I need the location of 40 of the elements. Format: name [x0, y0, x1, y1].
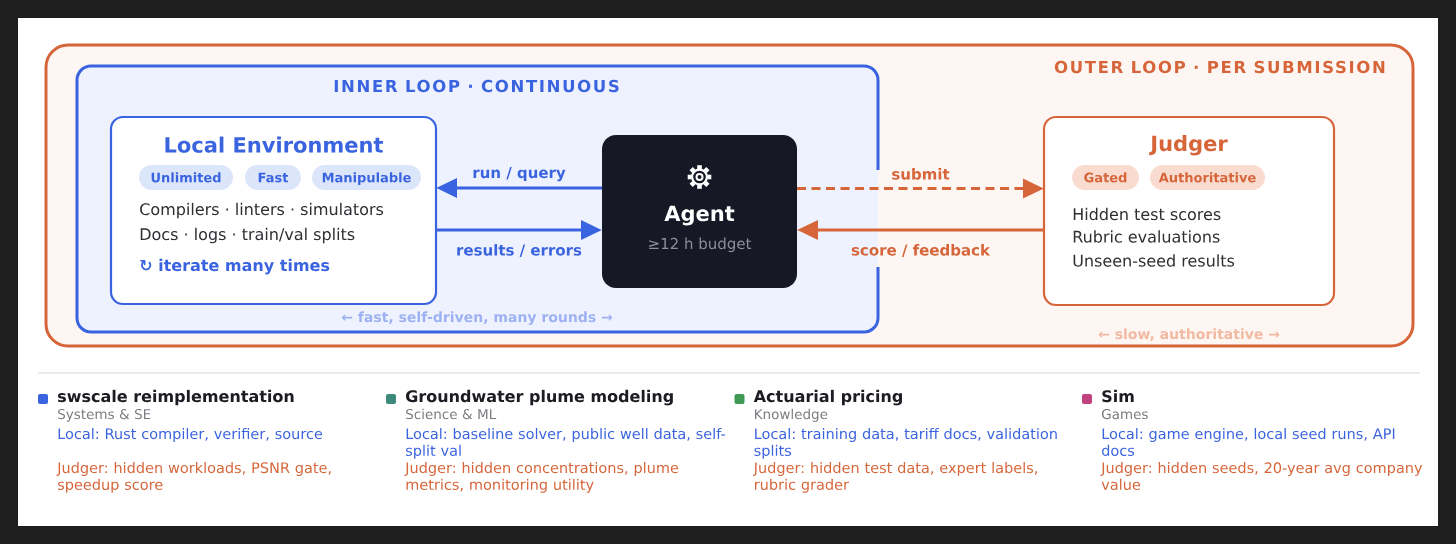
card-title: Judger — [1149, 135, 1228, 156]
card-text: Hidden test scores — [1073, 207, 1221, 221]
description-text: Judger: hidden workloads, PSNR gate, speedup score — [56, 462, 331, 493]
legend-title: Groundwater plume modeling — [406, 389, 673, 406]
category-label: Knowledge — [755, 408, 828, 422]
legend-title: Sim — [1102, 389, 1134, 403]
judger-card — [1042, 115, 1336, 307]
agent-box — [602, 135, 797, 288]
description-text: Local: baseline solver, public well data, self-split val — [406, 428, 726, 459]
agent-subtitle: ≥12 h budget — [649, 237, 752, 253]
category-label: Games — [1101, 409, 1148, 420]
card-text: Compilers · linters · simulators — [140, 202, 384, 219]
environment-card — [109, 115, 438, 306]
loop-note: ← fast, self-driven, many rounds → — [341, 311, 613, 326]
loop-note: ← slow, authoritative → — [1098, 328, 1280, 341]
loop-title: INNER LOOP · CONTINUOUS — [334, 79, 619, 93]
edge-label: run / query — [473, 167, 566, 182]
tag-pill: Manipulable — [312, 165, 421, 190]
tag-pill: Unlimited — [139, 165, 233, 190]
edge-label: score / feedback — [851, 244, 991, 257]
card-title: Local Environment — [165, 136, 383, 153]
description-text: Local: game engine, local seed runs, API docs — [1102, 428, 1395, 456]
legend-title: Actuarial pricing — [753, 389, 902, 406]
category-label: Science & ML — [406, 408, 497, 420]
description-text: Local: Rust compiler, verifier, source — [58, 428, 323, 442]
loop-title: OUTER LOOP · PER SUBMISSION — [1054, 60, 1385, 74]
card-text: Docs · logs · train/val splits — [140, 227, 355, 244]
tag-pill: Authoritative — [1150, 165, 1265, 190]
description-text: Local: training data, tariff docs, validation splits — [754, 428, 1057, 459]
description-text: Judger: hidden test data, expert labels, rubric grader — [752, 462, 1037, 493]
card-text: Rubric evaluations — [1073, 230, 1220, 243]
edge-label: results / errors — [457, 244, 582, 257]
agent-title: Agent — [664, 205, 735, 226]
description-text: Judger: hidden seeds, 20-year avg company value — [1100, 462, 1423, 490]
edge-label: submit — [892, 168, 950, 180]
card-text: Unseen-seed results — [1073, 254, 1235, 267]
description-text: Judger: hidden concentrations, plume metrics, monitoring utility — [404, 462, 679, 493]
card-note: ↻ iterate many times — [140, 258, 330, 275]
category-label: Systems & SE — [58, 409, 151, 422]
legend-title: swscale reimplementation — [58, 389, 294, 406]
